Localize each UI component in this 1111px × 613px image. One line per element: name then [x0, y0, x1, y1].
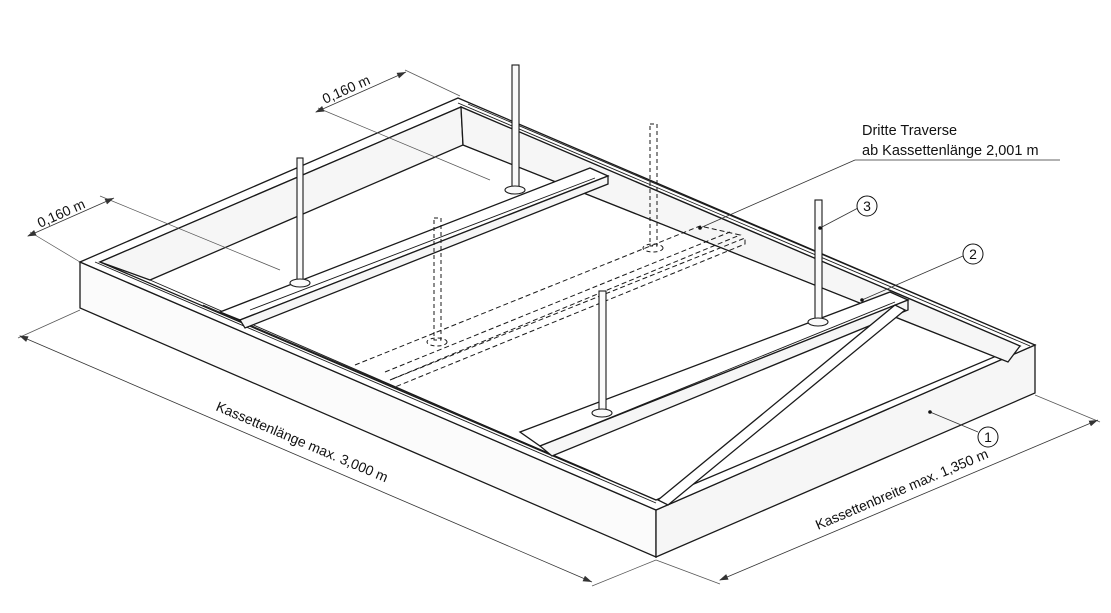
rod-top-left: [289, 157, 311, 288]
part-marker-1: [928, 410, 999, 448]
callout-line-1: Dritte Traverse: [862, 123, 957, 139]
rod-bottom: [591, 290, 613, 418]
dim-edge-offset-left: 0,160 m: [35, 196, 88, 231]
part-number-1: 1: [984, 429, 992, 445]
part-number-2: 2: [969, 246, 977, 262]
lifting-rods: [289, 64, 829, 418]
traverse-3-optional: [354, 225, 746, 388]
rod-right: [807, 199, 829, 327]
rod-top-mid: [504, 64, 526, 195]
traverse-1: [218, 167, 610, 329]
part-marker-2: [860, 243, 984, 302]
dimensions: [17, 69, 1101, 587]
dim-edge-offset-top: 0,160 m: [320, 72, 373, 107]
part-number-3: 3: [863, 198, 871, 214]
part-marker-3: [818, 195, 878, 230]
rod-dashed-back: [642, 123, 664, 253]
callout-third-traverse: [698, 159, 1060, 230]
callout-line-2: ab Kassettenlänge 2,001 m: [862, 143, 1039, 159]
